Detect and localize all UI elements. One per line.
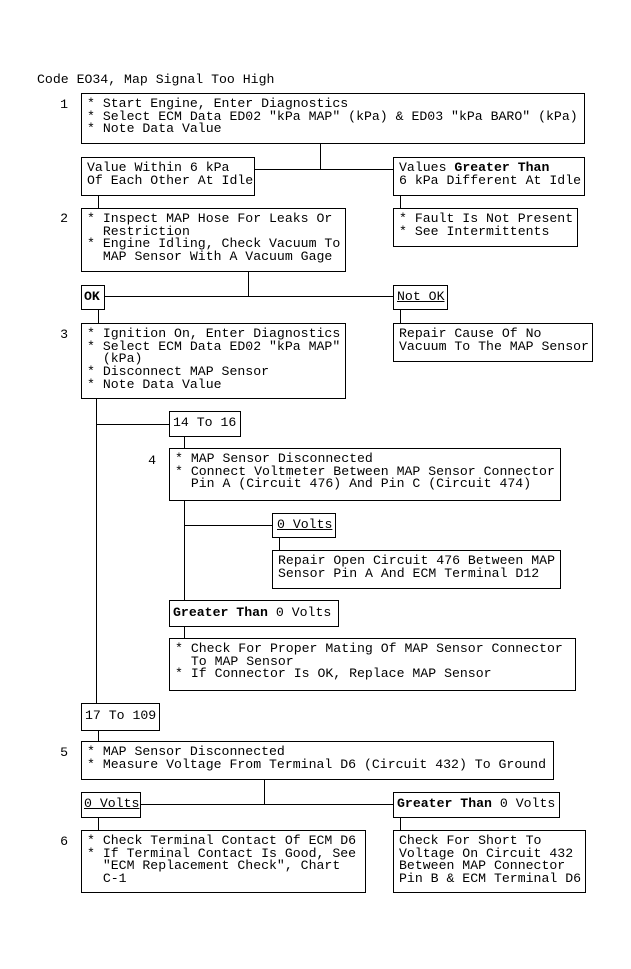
step-line: "ECM Replacement Check", Chart: [87, 858, 341, 874]
step-line: * Note Data Value: [87, 121, 222, 137]
connector: [184, 500, 272, 600]
step-3-box: * Ignition On, Enter Diagnostics * Selec…: [81, 323, 346, 399]
action-line: Voltage On Circuit 432: [399, 845, 574, 861]
result-text: 0 Volts: [267, 605, 332, 620]
step-number: 6: [60, 834, 68, 849]
result-ok: OK: [81, 285, 105, 310]
result-label: 0 Volts: [277, 517, 333, 532]
result-line: Value Within 6 kPa: [87, 160, 230, 175]
step-line: Pin A (Circuit 476) And Pin C (Circuit 4…: [175, 476, 532, 492]
repair-vacuum-box: Repair Cause Of No Vacuum To The MAP Sen…: [393, 323, 593, 362]
connector: [104, 271, 393, 297]
step-line: * Engine Idling, Check Vacuum To: [87, 236, 341, 252]
result-greater-than-0-volts: Greater Than 0 Volts: [169, 600, 339, 627]
step-line: * Measure Voltage From Terminal D6 (Circ…: [87, 756, 546, 772]
action-line: Sensor Pin A And ECM Terminal D12: [278, 565, 540, 581]
fault-not-present-box: * Fault Is Not Present * See Intermitten…: [393, 208, 578, 247]
page-title: Code EO34, Map Signal Too High: [37, 72, 275, 87]
action-line: Between MAP Connector: [399, 858, 566, 874]
action-line: Pin B & ECM Terminal D6: [399, 871, 582, 887]
connector: [140, 779, 393, 805]
step-number: 2: [60, 211, 68, 226]
step-line: * If Terminal Contact Is Good, See: [87, 845, 357, 861]
connector: [254, 143, 393, 170]
result-line: Of Each Other At Idle: [87, 172, 254, 188]
result-0-volts: 0 Volts: [272, 513, 336, 538]
action-line: Check For Short To: [399, 833, 542, 848]
action-line: Repair Open Circuit 476 Between MAP: [278, 553, 555, 568]
result-label: OK: [84, 289, 100, 304]
action-line: Repair Cause Of No: [399, 326, 542, 341]
step-line: * Select ECM Data ED02 "kPa MAP": [87, 338, 341, 354]
result-greater-than-0-volts: Greater Than 0 Volts: [393, 792, 560, 818]
step-4-box: * MAP Sensor Disconnected * Connect Volt…: [169, 448, 561, 501]
step-line: * Start Engine, Enter Diagnostics: [87, 96, 349, 111]
step-number: 3: [60, 327, 68, 342]
step-line: * Connect Voltmeter Between MAP Sensor C…: [175, 463, 555, 479]
action-line: * See Intermittents: [399, 223, 550, 239]
step-5-box: * MAP Sensor Disconnected * Measure Volt…: [81, 741, 554, 780]
step-line: * MAP Sensor Disconnected: [175, 451, 373, 466]
result-0-volts: 0 Volts: [81, 792, 141, 818]
result-text: Values: [399, 160, 455, 175]
action-line: * Fault Is Not Present: [399, 211, 574, 226]
step-line: * Note Data Value: [87, 376, 222, 392]
repair-circuit-476-box: Repair Open Circuit 476 Between MAP Sens…: [272, 550, 561, 589]
action-line: To MAP Sensor: [175, 653, 294, 669]
step-line: (kPa): [87, 351, 143, 367]
step-line: * Disconnect MAP Sensor: [87, 364, 270, 380]
result-label: Not OK: [397, 289, 445, 304]
result-17-to-109: 17 To 109: [81, 703, 160, 731]
step-1-box: * Start Engine, Enter Diagnostics * Sele…: [81, 93, 585, 144]
result-line: 6 kPa Different At Idle: [399, 172, 582, 188]
result-emphasis: Greater Than: [454, 160, 550, 175]
step-line: Restriction: [87, 223, 190, 239]
step-line: MAP Sensor With A Vacuum Gage: [87, 249, 333, 265]
step-line: * Check Terminal Contact Of ECM D6: [87, 833, 357, 848]
action-line: * Check For Proper Mating Of MAP Sensor …: [175, 641, 563, 656]
result-within-6kpa: Value Within 6 kPa Of Each Other At Idle: [81, 157, 255, 196]
result-14-to-16: 14 To 16: [169, 411, 241, 437]
step-line: * Inspect MAP Hose For Leaks Or: [87, 211, 333, 226]
step-number: 4: [148, 453, 156, 468]
result-greater-than-6kpa: Values Greater Than 6 kPa Different At I…: [393, 157, 585, 196]
result-label: 17 To 109: [85, 708, 157, 723]
action-line: * If Connector Is OK, Replace MAP Sensor: [175, 666, 492, 682]
step-2-box: * Inspect MAP Hose For Leaks Or Restrict…: [81, 208, 346, 272]
check-short-box: Check For Short To Voltage On Circuit 43…: [393, 830, 586, 893]
action-line: Vacuum To The MAP Sensor: [399, 338, 589, 354]
result-not-ok: Not OK: [393, 285, 448, 310]
result-label: 14 To 16: [173, 415, 237, 430]
step-line: * Ignition On, Enter Diagnostics: [87, 326, 341, 341]
step-line: * Select ECM Data ED02 "kPa MAP" (kPa) &…: [87, 108, 578, 124]
step-number: 1: [60, 97, 68, 112]
connector: [96, 398, 169, 703]
step-number: 5: [60, 745, 68, 760]
result-label: 0 Volts: [84, 796, 140, 811]
step-line: * MAP Sensor Disconnected: [87, 744, 285, 759]
check-mating-box: * Check For Proper Mating Of MAP Sensor …: [169, 638, 576, 691]
result-text: 0 Volts: [491, 796, 556, 811]
step-6-box: * Check Terminal Contact Of ECM D6 * If …: [81, 830, 366, 893]
result-emphasis: Greater Than: [397, 796, 492, 811]
result-emphasis: Greater Than: [173, 605, 268, 620]
step-line: C-1: [87, 871, 127, 887]
